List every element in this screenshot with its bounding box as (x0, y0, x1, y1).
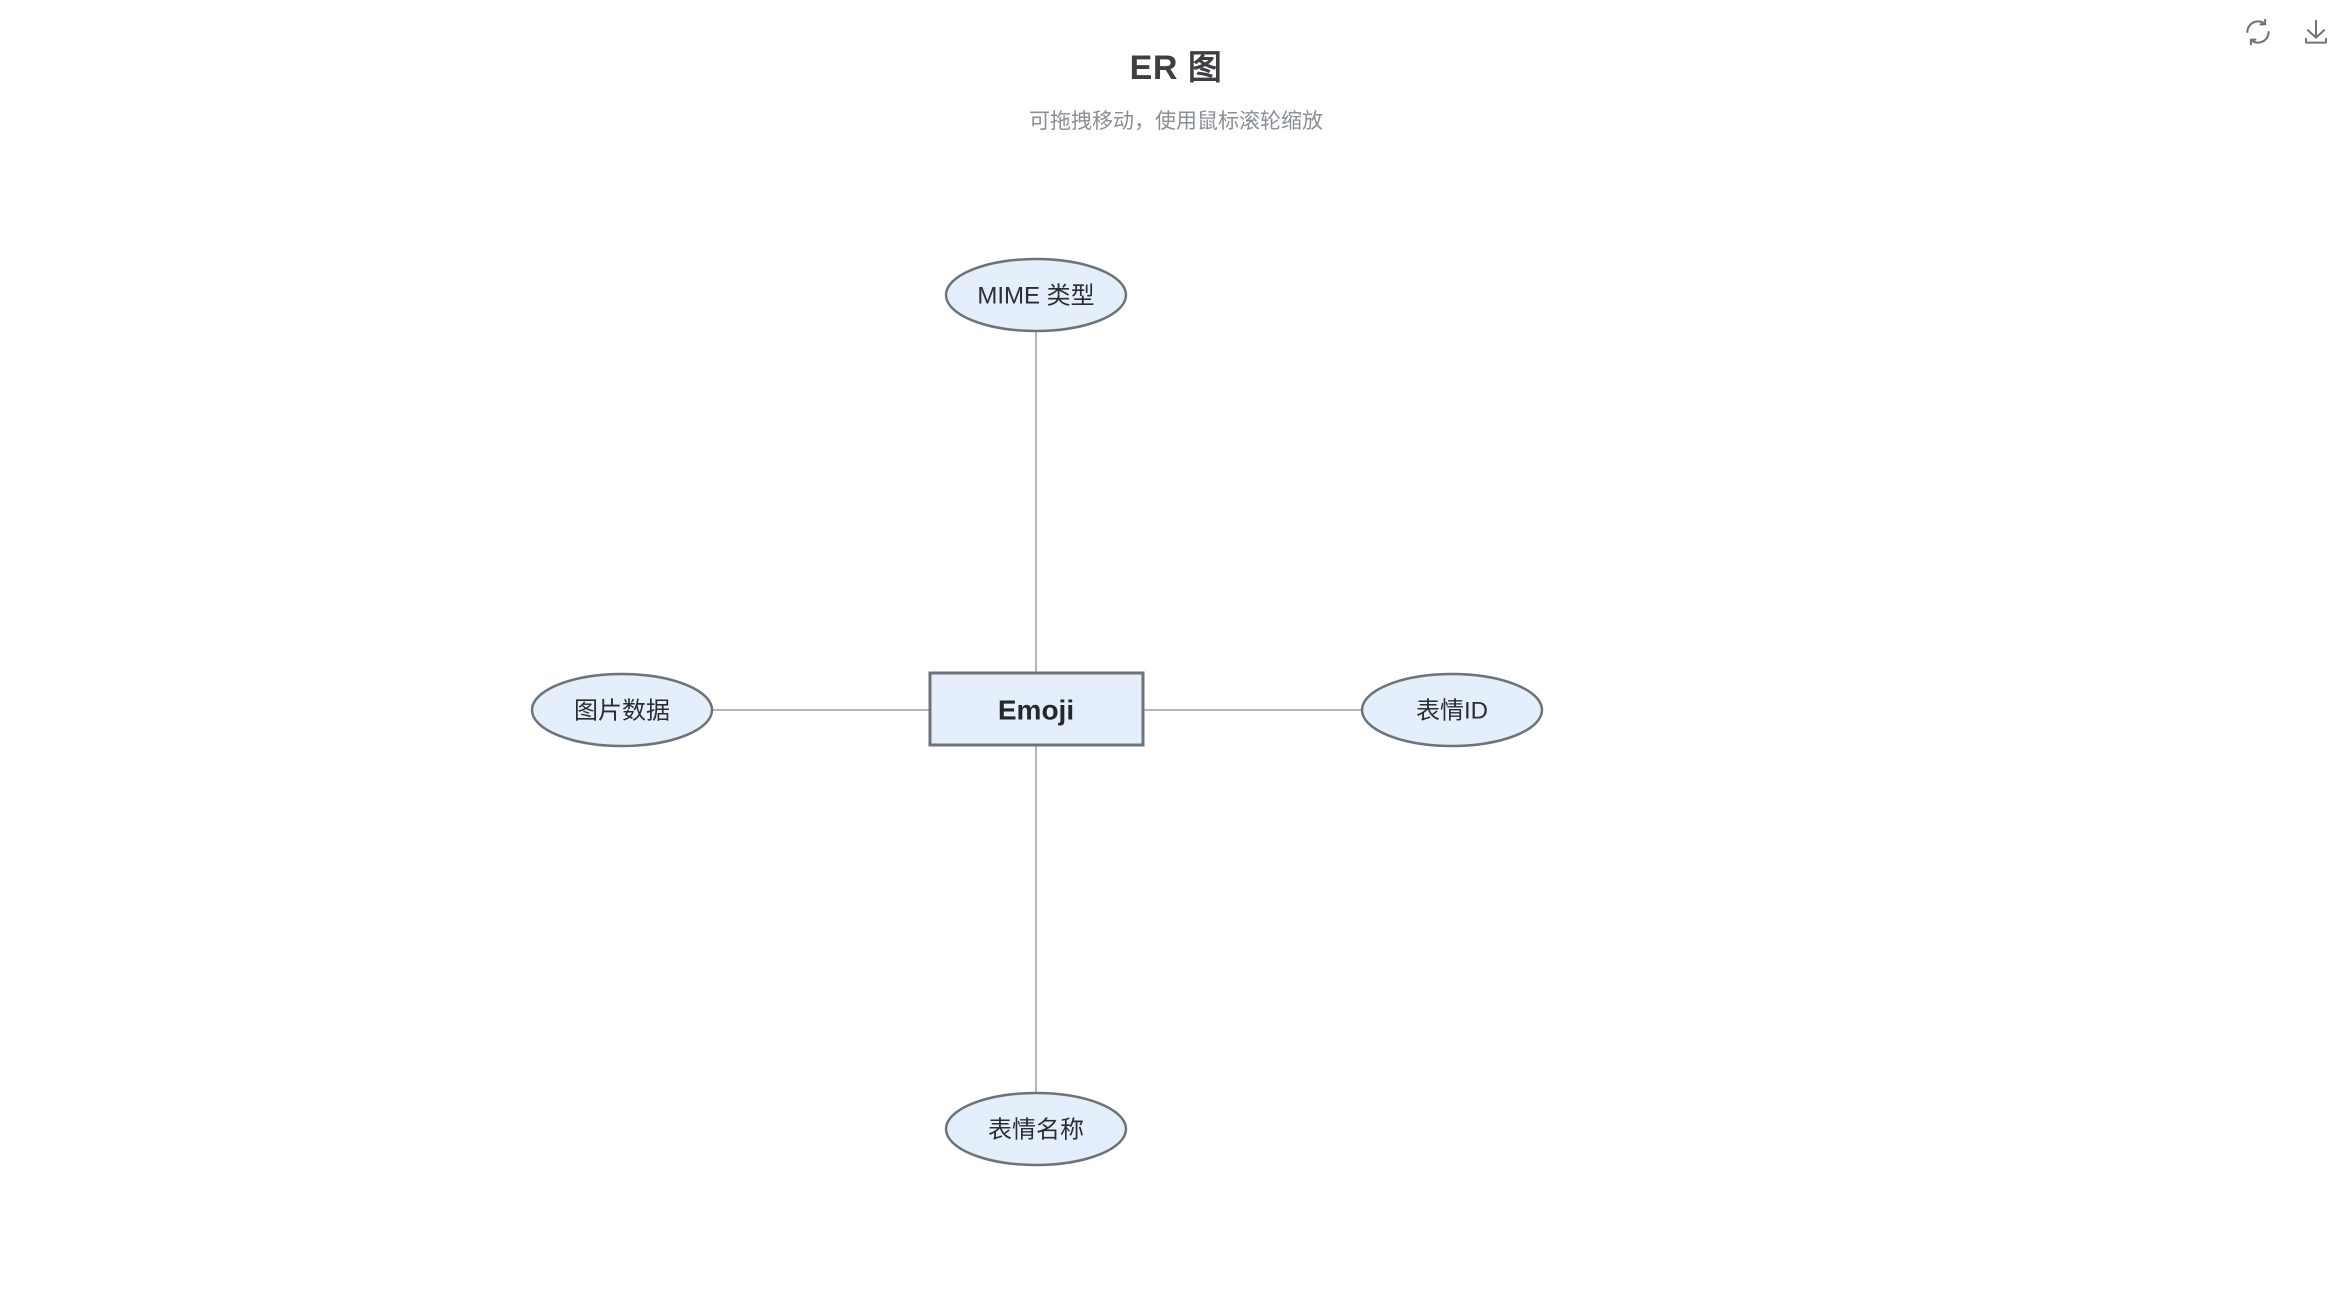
entity-rect[interactable] (928, 671, 1145, 747)
attribute-ellipse[interactable] (944, 257, 1128, 333)
toolbar (2240, 14, 2334, 50)
attribute-label: 图片数据 (574, 698, 670, 725)
attribute-ellipse[interactable] (530, 672, 714, 748)
edge-group (712, 331, 1362, 1093)
node-emoji-entity[interactable]: Emoji (928, 671, 1145, 747)
node-mime-type[interactable]: MIME 类型 (944, 257, 1128, 333)
entity-label: Emoji (998, 695, 1074, 726)
download-icon (2301, 17, 2331, 47)
refresh-icon (2243, 17, 2273, 47)
attribute-label: 表情名称 (988, 1117, 1084, 1144)
attribute-ellipse[interactable] (944, 1091, 1128, 1167)
node-emoji-id[interactable]: 表情ID (1360, 672, 1544, 748)
attribute-ellipse[interactable] (1360, 672, 1544, 748)
download-button[interactable] (2298, 14, 2334, 50)
node-image-data[interactable]: 图片数据 (530, 672, 714, 748)
refresh-button[interactable] (2240, 14, 2276, 50)
node-emoji-name[interactable]: 表情名称 (944, 1091, 1128, 1167)
attribute-label: MIME 类型 (977, 283, 1094, 310)
attribute-label: 表情ID (1416, 698, 1488, 725)
